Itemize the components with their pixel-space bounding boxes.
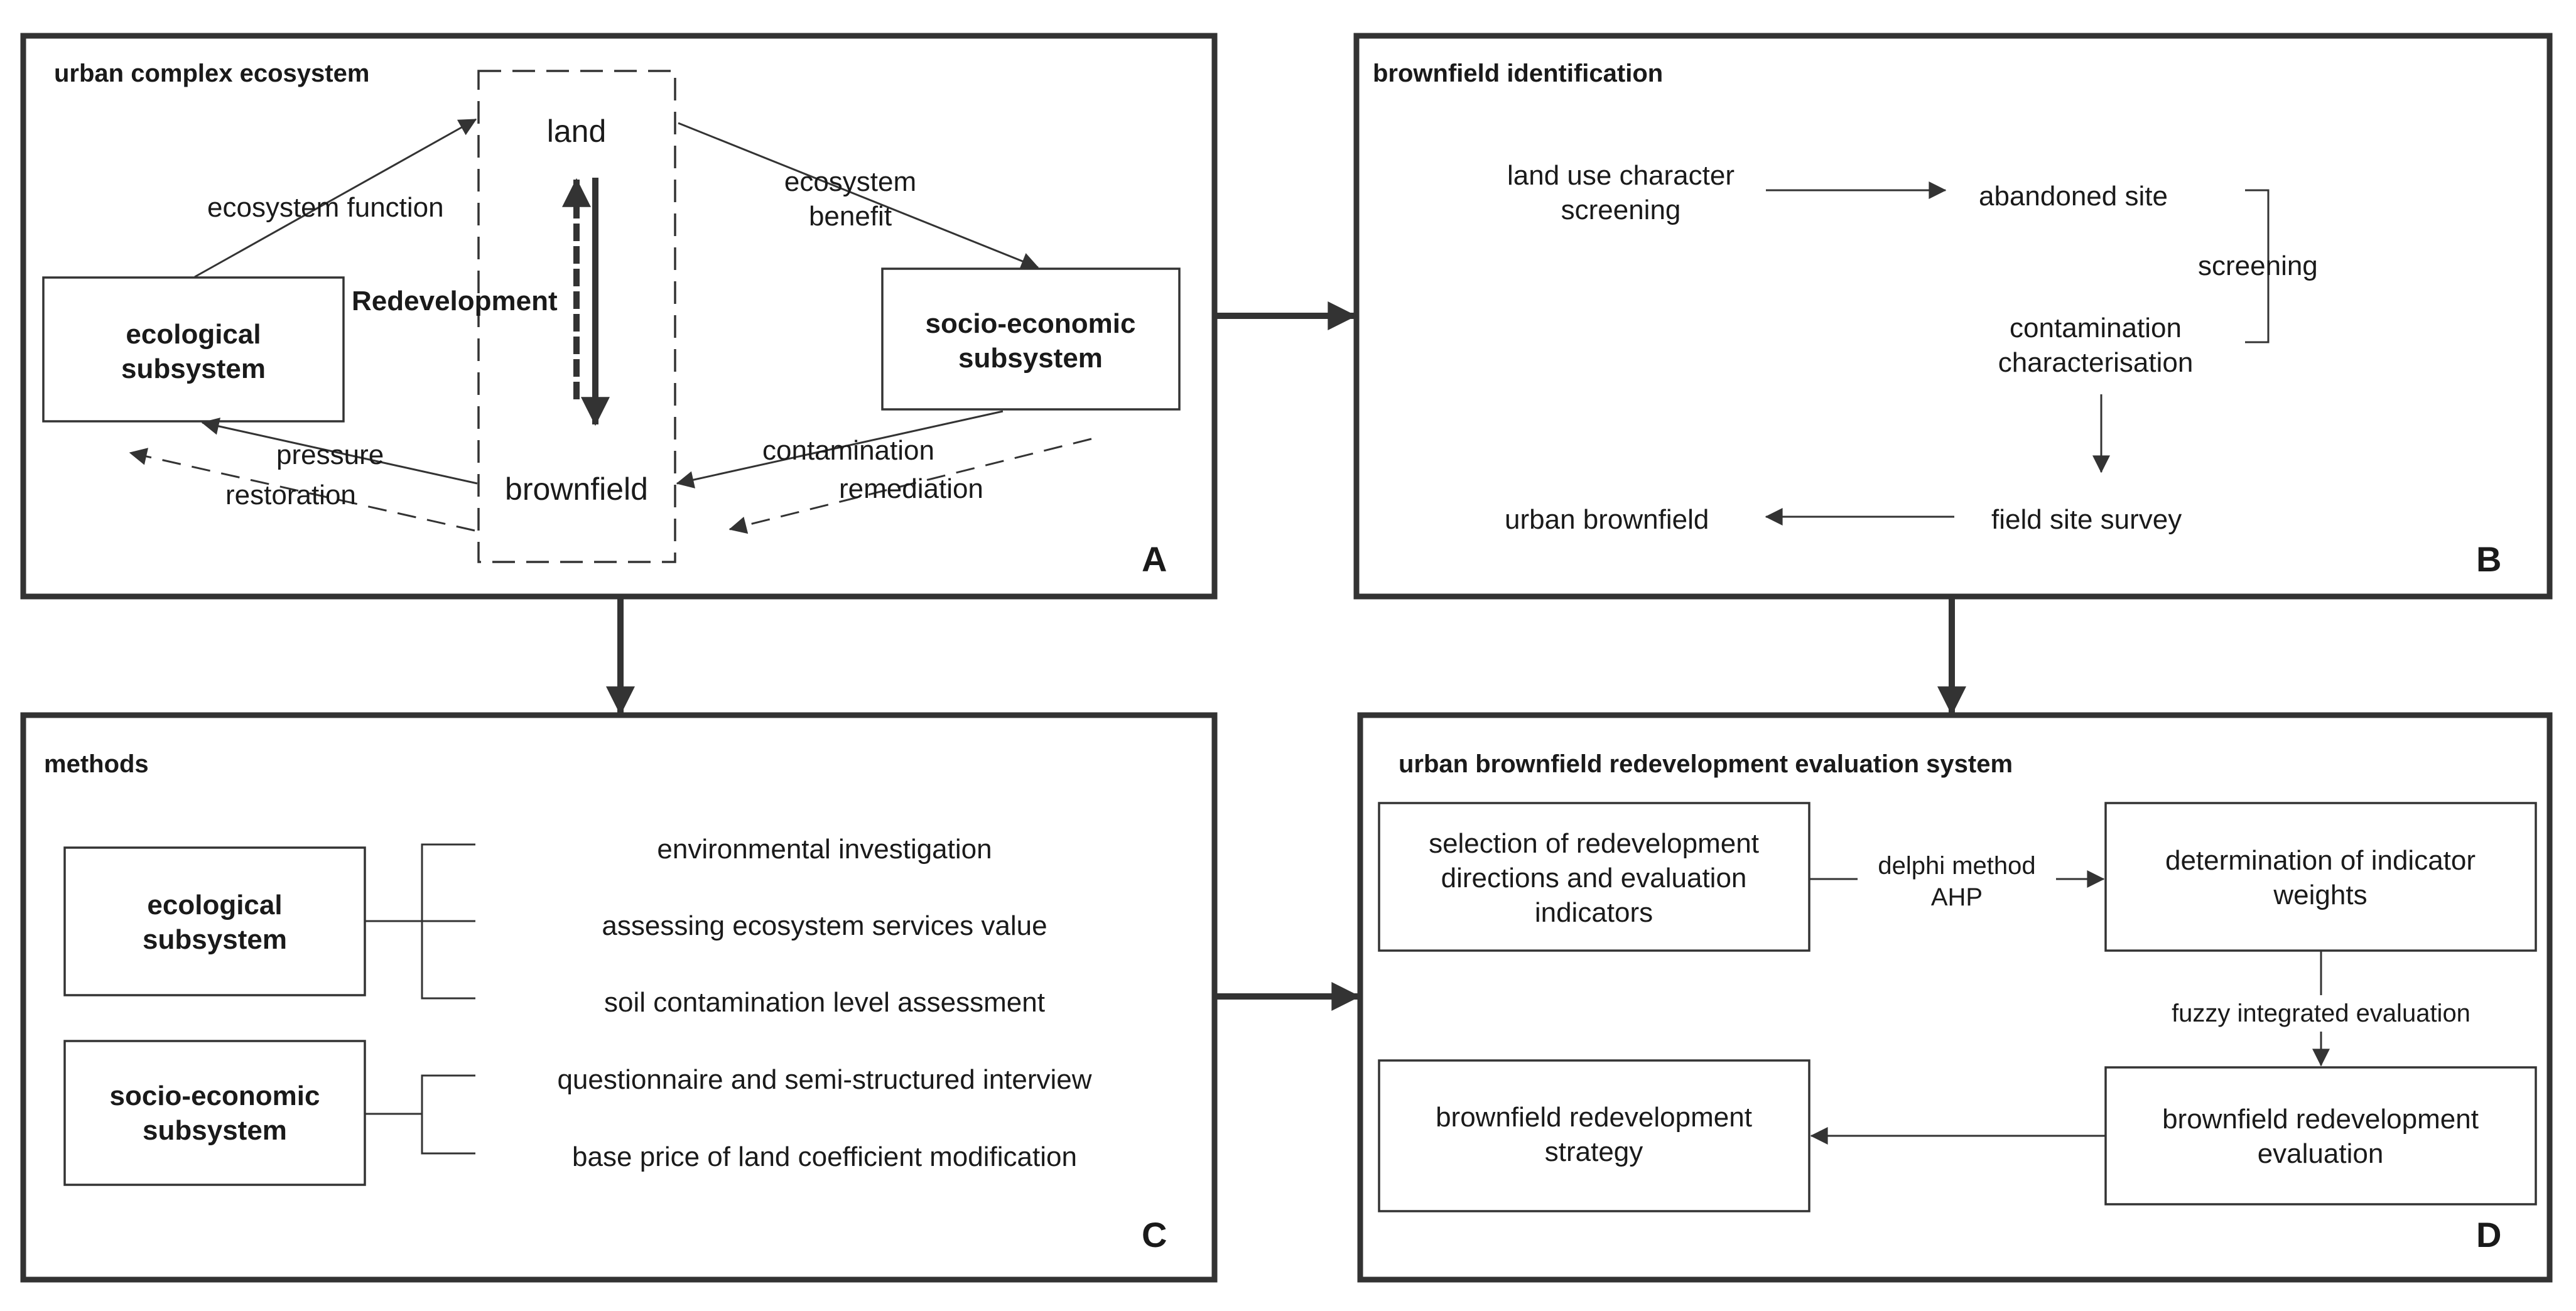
method-item-2: assessing ecosystem services value: [602, 910, 1047, 941]
remediation-label: remediation: [839, 473, 983, 504]
determination-label: determination of indicator weights: [2165, 843, 2476, 912]
characterisation-line2: characterisation: [1998, 347, 2194, 378]
ecosystem-benefit-arrow: [678, 122, 1039, 270]
selection-label: selection of redevelopment directions an…: [1429, 826, 1759, 930]
restoration-label: restoration: [225, 480, 356, 510]
selection-line1: selection of redevelopment: [1429, 828, 1759, 859]
fuzzy-label: fuzzy integrated evaluation: [2172, 1000, 2470, 1027]
evaluation-line1: brownfield redevelopment: [2162, 1104, 2479, 1135]
panel-b-title: brownfield identification: [1373, 60, 1664, 87]
socio-economic-c-line2: subsystem: [143, 1115, 287, 1146]
pressure-label: pressure: [276, 440, 384, 470]
panel-a-letter: A: [1142, 539, 1167, 579]
method-item-3: soil contamination level assessment: [604, 987, 1045, 1018]
ecological-c-line2: subsystem: [143, 924, 287, 955]
panel-b-letter: B: [2476, 539, 2502, 579]
screening-label: screening: [2198, 251, 2318, 281]
ecosystem-function-label: ecosystem function: [207, 192, 444, 223]
delphi-line1: delphi method: [1878, 852, 2036, 880]
pressure-arrow: [201, 418, 478, 485]
strategy-label: brownfield redevelopment strategy: [1436, 1100, 1752, 1169]
contamination-label-a: contamination: [762, 435, 934, 466]
urban-brownfield-label: urban brownfield: [1505, 504, 1709, 535]
land-label: land: [546, 114, 607, 149]
ecosystem-benefit-line1: ecosystem: [784, 166, 917, 197]
panel-a-title: urban complex ecosystem: [54, 60, 370, 87]
delphi-label: delphi method AHP: [1878, 850, 2035, 913]
socio-economic-subsystem-label-a: socio-economic subsystem: [926, 306, 1136, 375]
delphi-label-bg: [1858, 846, 2056, 915]
field-site-survey-label: field site survey: [1991, 504, 2182, 535]
ecological-box-a: [42, 276, 345, 423]
redevelopment-label: Redevelopment: [352, 286, 558, 316]
selection-line3: indicators: [1534, 897, 1653, 928]
determination-line2: weights: [2273, 880, 2368, 910]
ecosystem-benefit-line2: benefit: [808, 201, 892, 232]
method-item-5: base price of land coefficient modificat…: [572, 1141, 1077, 1172]
socio-economic-c-line1: socio-economic: [109, 1081, 320, 1111]
strategy-box: [1378, 1059, 1810, 1212]
method-item-1: environmental investigation: [657, 834, 992, 865]
ecological-c-line1: ecological: [147, 890, 283, 920]
ecological-line2: subsystem: [121, 353, 266, 384]
characterisation-line1: contamination: [2010, 313, 2182, 343]
selection-line2: directions and evaluation: [1441, 863, 1747, 893]
ecosystem-benefit-label: ecosystem benefit: [784, 165, 916, 234]
ecological-subsystem-label-c: ecological subsystem: [143, 888, 287, 957]
socio-economic-subsystem-label-c: socio-economic subsystem: [110, 1079, 320, 1148]
dashed-land-box: [477, 70, 676, 563]
abandoned-site-label: abandoned site: [1979, 181, 2168, 212]
panel-c-letter: C: [1142, 1215, 1167, 1254]
land-use-line2: screening: [1561, 195, 1681, 225]
socio-economic-bracket: [421, 1074, 475, 1155]
strategy-line1: brownfield redevelopment: [1436, 1102, 1752, 1133]
fuzzy-label-bg: [2140, 995, 2502, 1032]
ecological-subsystem-label-a: ecological subsystem: [121, 317, 266, 386]
land-use-line1: land use character: [1507, 160, 1734, 191]
contamination-arrow: [676, 410, 1004, 488]
strategy-line2: strategy: [1544, 1136, 1643, 1167]
panel-c-title: methods: [44, 750, 149, 778]
ecological-line1: ecological: [126, 319, 261, 350]
remediation-dashed-arrow: [728, 438, 1092, 534]
delphi-line2: AHP: [1930, 883, 1983, 911]
screening-bracket: [2245, 189, 2270, 343]
panel-d-title: urban brownfield redevelopment evaluatio…: [1399, 750, 2013, 778]
brownfield-label-a: brownfield: [505, 472, 648, 507]
evaluation-label: brownfield redevelopment evaluation: [2162, 1102, 2479, 1171]
panel-d-letter: D: [2476, 1215, 2502, 1254]
method-item-4: questionnaire and semi-structured interv…: [557, 1064, 1092, 1095]
selection-box: [1378, 802, 1810, 952]
evaluation-line2: evaluation: [2257, 1138, 2384, 1169]
socio-economic-line2: subsystem: [958, 343, 1103, 374]
land-use-screening-label: land use character screening: [1507, 158, 1734, 227]
determination-line1: determination of indicator: [2165, 845, 2476, 876]
contamination-characterisation-label: contamination characterisation: [1998, 311, 2194, 380]
socio-economic-line1: socio-economic: [925, 308, 1136, 339]
ecosystem-function-arrow: [194, 118, 477, 278]
